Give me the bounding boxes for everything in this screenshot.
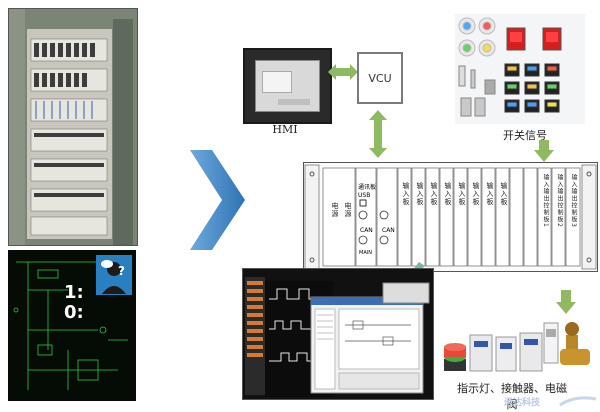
input-board-label: 输入板 — [444, 182, 452, 206]
power-module-label: 电源 — [331, 202, 339, 218]
can-port-label: CAN — [360, 227, 373, 234]
input-board-label: 输入板 — [430, 182, 438, 206]
output-devices-image — [440, 315, 595, 375]
chevron-right-icon — [190, 150, 250, 250]
state-one-label: 1: — [64, 282, 84, 303]
main-port-label: MAIN — [359, 250, 372, 256]
devices-label: 指示灯、接触器、电磁阀 — [457, 382, 567, 411]
software-screenshot — [242, 268, 434, 400]
vcu-label: VCU — [368, 71, 392, 85]
usb-port-label: USB — [358, 192, 371, 199]
question-mark: ? — [118, 264, 125, 278]
switch-buttons-image — [455, 14, 585, 124]
input-board-label: 输入板 — [416, 182, 424, 206]
schematic-diagram: ? 1: 0: — [8, 250, 136, 401]
down-arrow-icon — [534, 140, 554, 162]
io-control-board-label: 输入输出控制板1 — [542, 174, 549, 228]
hmi-panel-image — [243, 48, 332, 124]
company-logo: 运达科技 — [500, 393, 598, 409]
bidirectional-arrow-icon — [328, 64, 358, 80]
hmi-screen — [255, 60, 320, 112]
input-board-label: 输入板 — [458, 182, 466, 206]
vcu-box: VCU — [357, 52, 403, 104]
input-board-label: 输入板 — [500, 182, 508, 206]
can-port-label: CAN — [382, 227, 395, 234]
hmi-label: HMI — [272, 123, 298, 136]
power-module-label: 电源 — [344, 202, 352, 218]
switch-signal-label: 开关信号 — [503, 129, 547, 142]
io-rack-diagram: 通讯板 USB CAN CAN MAIN 电源 电源 输入板 输入板 输入板 输… — [303, 162, 598, 272]
electrical-cabinet-photo — [8, 8, 138, 246]
input-board-label: 输入板 — [402, 182, 410, 206]
io-control-board-label: 输入输出控制板3 — [570, 174, 577, 228]
company-name: 运达科技 — [504, 398, 541, 408]
comm-board-label: 通讯板 — [358, 184, 377, 191]
input-board-label: 输入板 — [486, 182, 494, 206]
input-board-label: 输入板 — [472, 182, 480, 206]
down-arrow-icon — [556, 290, 576, 314]
bidirectional-vertical-arrow-icon — [369, 110, 387, 158]
state-zero-label: 0: — [64, 302, 84, 323]
io-control-board-label: 输入输出控制板2 — [556, 174, 563, 228]
